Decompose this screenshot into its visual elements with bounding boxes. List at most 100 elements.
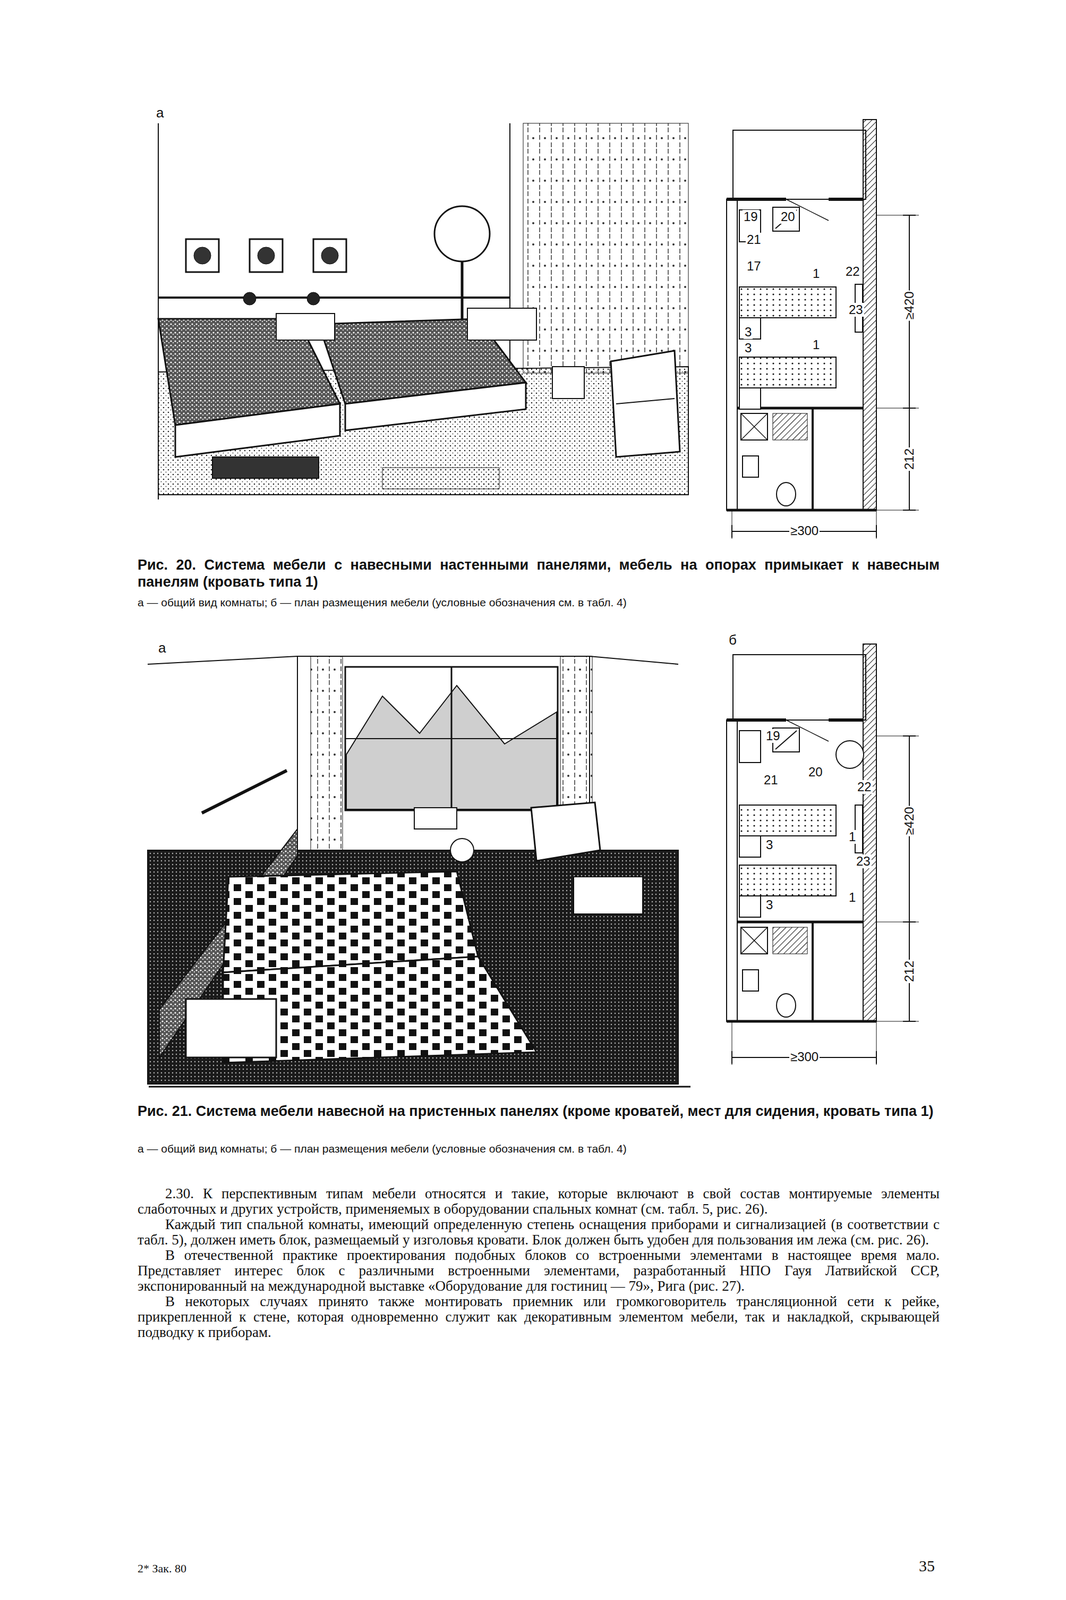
wall-picture [249,239,283,272]
bedside-unit [573,876,643,914]
desk [739,730,761,763]
page-footer: 2* Зак. 80 [137,1561,187,1575]
shower-tray [740,926,768,954]
washbasin [742,455,759,477]
toilet [776,482,796,506]
luggage-rack [775,209,797,229]
bedside-box [185,998,277,1057]
wall [726,719,738,1021]
wall-shelf [201,770,287,813]
wall [726,199,738,510]
stool [450,838,474,862]
wall-picture [185,239,219,272]
callout-number: 21 [745,232,763,247]
extension-line [876,735,919,737]
window-transom [345,737,558,739]
paragraph: В отечественной практике проектирования … [137,1247,940,1294]
partition [737,920,864,924]
callout-number: 22 [856,779,873,794]
figure-caption: Рис. 21. Система мебели навесной на прис… [137,1102,940,1120]
callout-number: 17 [745,259,763,274]
armchair [610,350,680,457]
callout-number: 21 [762,772,780,787]
caption-legend: а — общий вид комнаты; б — план размещен… [137,1141,940,1155]
callout-number: 3 [764,897,774,912]
partition [811,407,814,510]
extension-line [731,509,733,539]
picture-motif [257,246,275,264]
extension-line [876,407,919,409]
callout-number: ≥300 [789,523,820,538]
bedside-box [739,835,761,857]
wall [726,197,787,201]
extension-line [876,509,877,539]
table [467,308,537,340]
dimension-label: ≥420 [902,805,917,836]
balcony [732,130,866,200]
caption-legend: а — общий вид комнаты; б — план размещен… [137,595,940,609]
bed-side [175,403,340,457]
picture-motif [193,246,211,264]
bedside-box [739,387,761,409]
toilet [776,993,796,1017]
dimension-label: 212 [902,447,917,471]
wall-lamp [243,292,257,305]
wall-picture [313,239,347,272]
wardrobe [772,413,808,440]
shower-tray [740,926,768,954]
wall [726,508,877,512]
body-text: 2.30. К перспективным типам мебели относ… [137,1185,940,1340]
callout-number: 19 [742,209,760,224]
wall [828,197,864,201]
bed-plinth [212,456,319,479]
curtain [523,123,689,373]
table [414,807,457,829]
wall [828,718,864,722]
callout-number: 1 [847,890,857,905]
washbasin [742,969,759,991]
window [345,666,558,810]
shelf [855,804,863,853]
mirror-stand [461,261,464,319]
callout-number: 20 [779,209,797,224]
callout-number: 1 [811,337,821,352]
balcony [732,654,866,720]
shower-tray [740,413,768,440]
callout-number: 3 [743,325,753,339]
paragraph: Каждый тип спальной комнаты, имеющий опр… [137,1216,940,1248]
shower-tray [740,413,768,440]
wall [863,643,877,1021]
paragraph: В некоторых случаях принято также монтир… [137,1293,940,1340]
armchair [531,802,601,861]
wall-rail [158,296,510,299]
wall [726,718,787,722]
paragraph: 2.30. К перспективным типам мебели относ… [137,1185,940,1217]
bed-side [345,382,526,431]
armchair-seat [616,398,675,404]
extension-line [876,1020,919,1022]
callout-number: 1 [811,266,821,281]
extension-line [876,1020,877,1065]
callout-number: 23 [847,302,865,317]
extension-line [876,921,919,923]
callout-number: 23 [855,854,872,868]
rug [382,467,500,489]
wardrobe [772,926,808,954]
frame-line [157,123,159,500]
round-table [836,740,864,769]
bed [739,356,837,388]
callout-number: а [157,640,167,656]
shower-tray [740,413,768,440]
ceiling-line [147,655,298,664]
bed [739,864,837,896]
curtain [310,655,343,850]
callout-number: 3 [764,837,774,852]
callout-number: 3 [743,340,753,355]
bedside-box [739,317,761,339]
bed [223,871,479,972]
callout-number: 22 [844,264,861,279]
wall [863,119,877,510]
callout-number: а [155,105,165,121]
